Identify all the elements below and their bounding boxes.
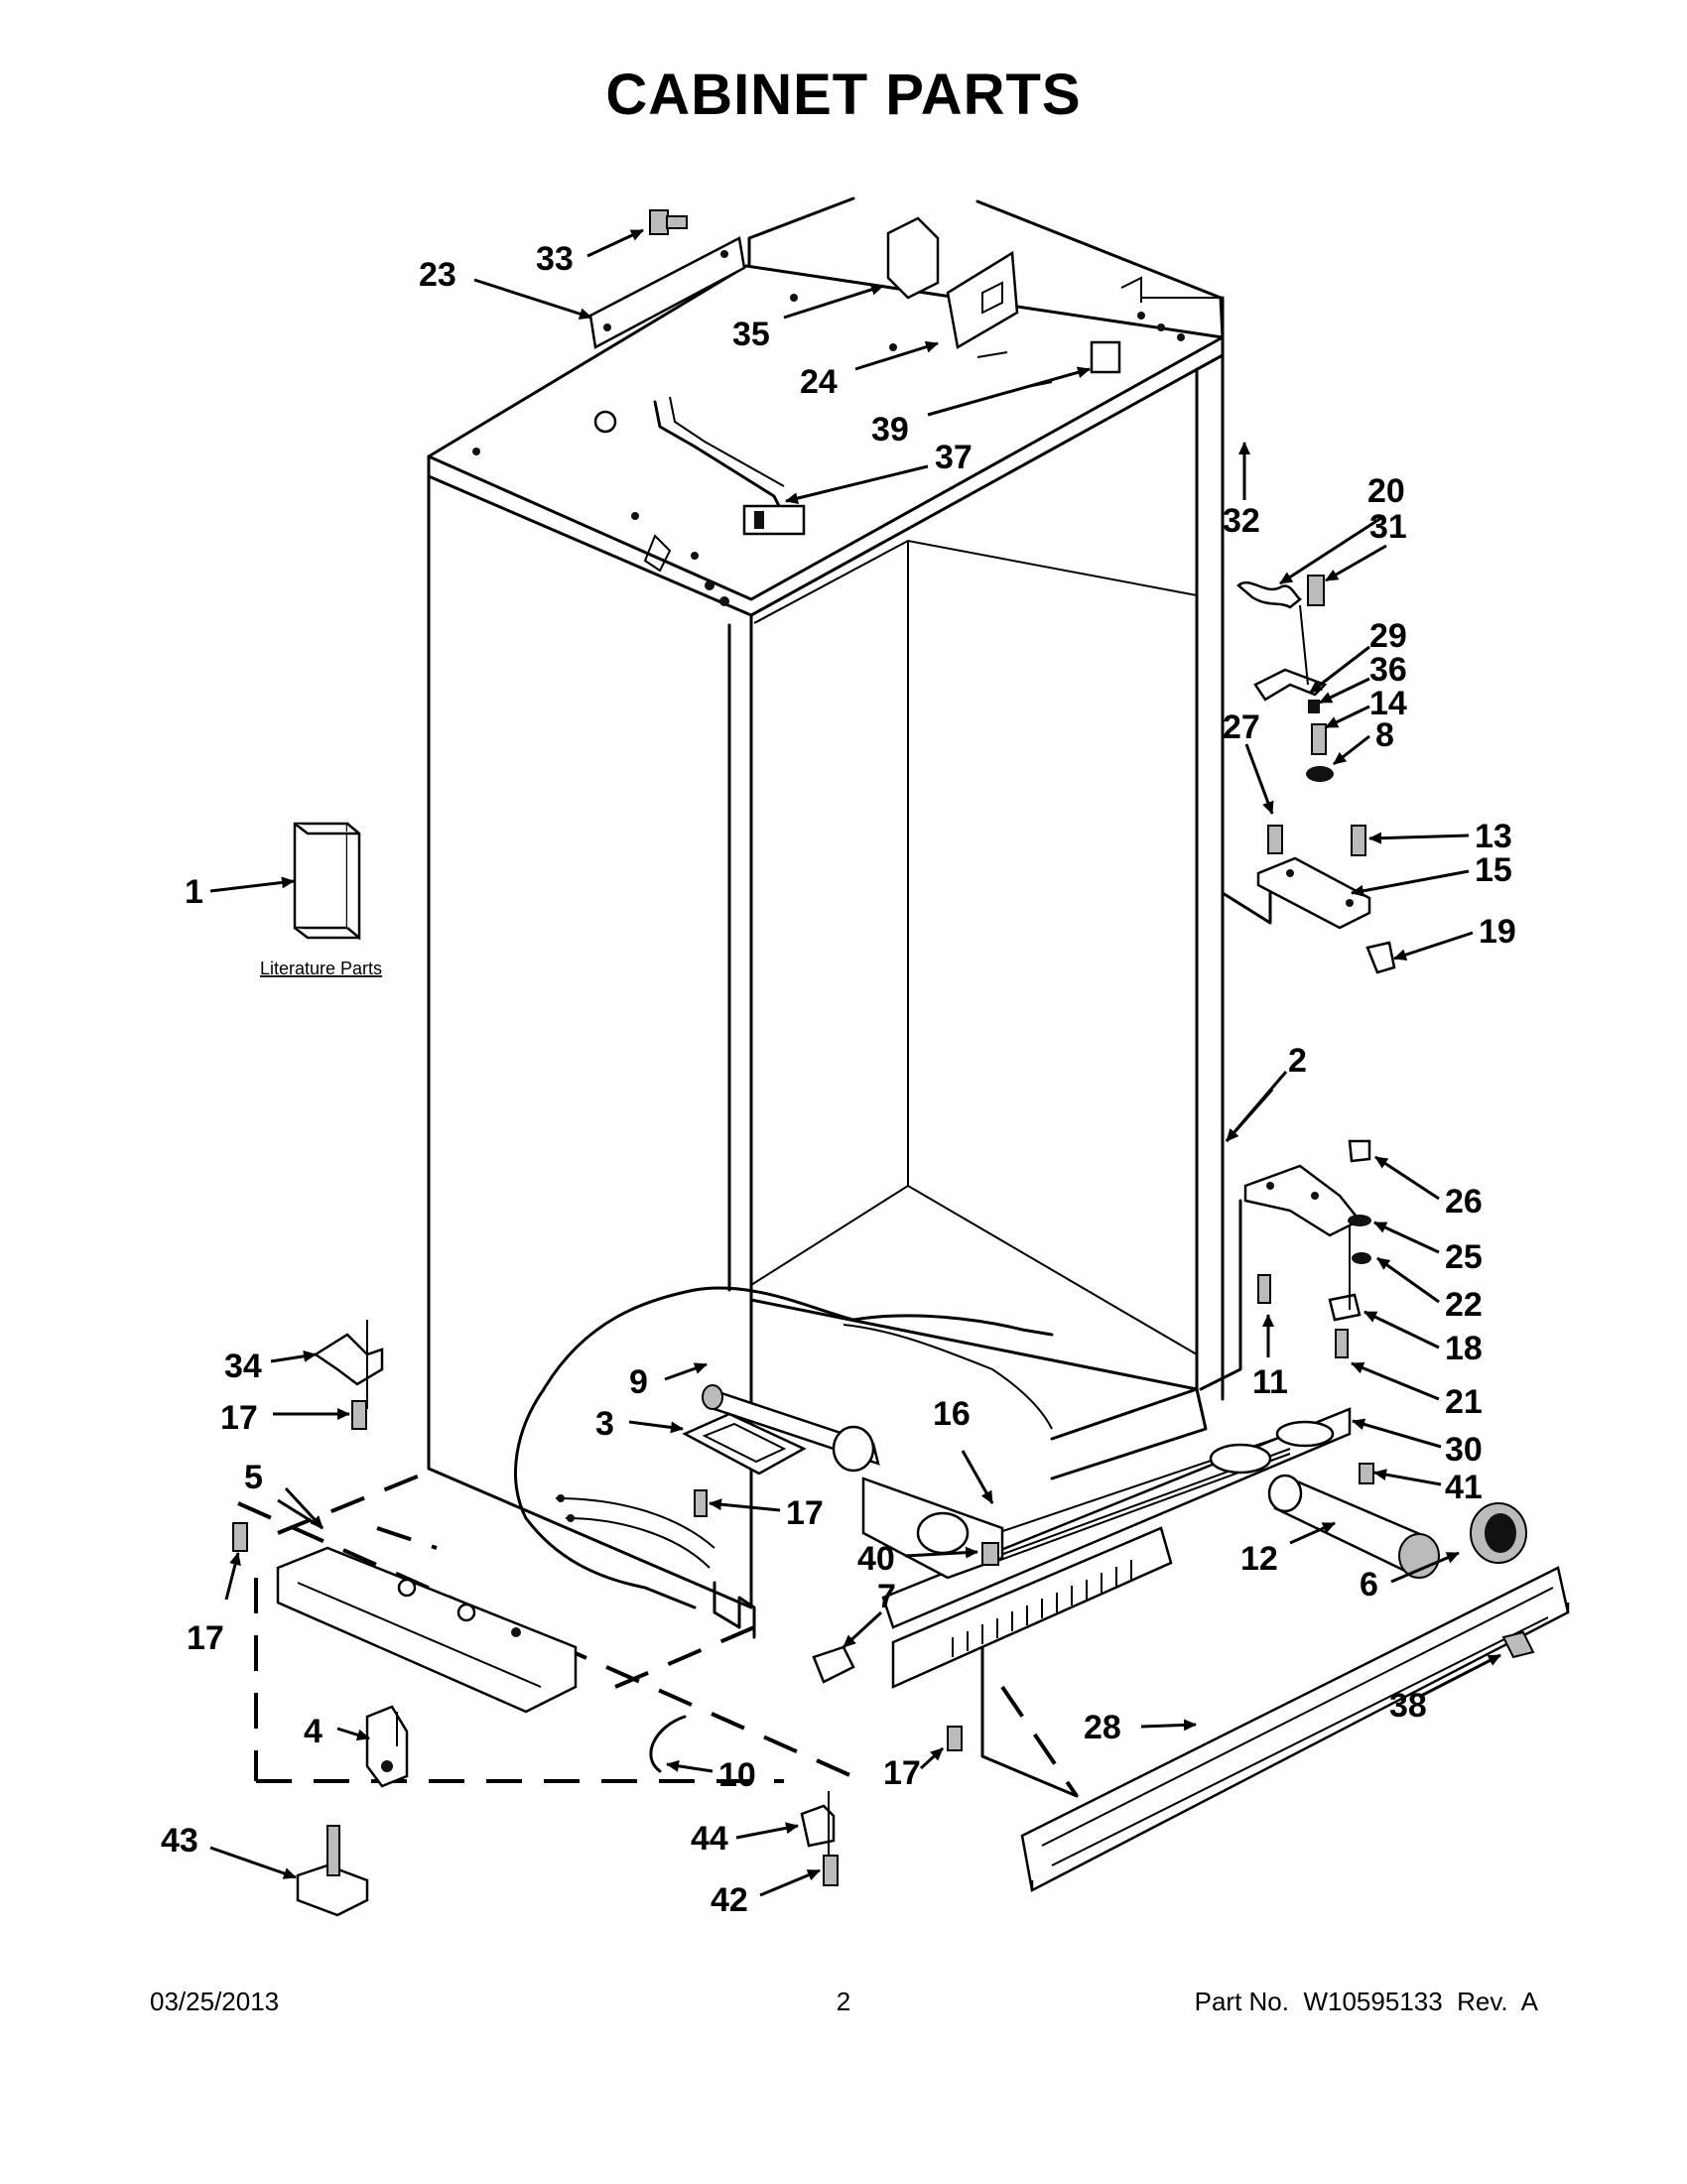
page-title: CABINET PARTS: [605, 63, 1082, 127]
callout-2: 2: [1288, 1042, 1307, 1080]
callout-28: 28: [1084, 1709, 1121, 1746]
callout-17a: 17: [220, 1399, 258, 1437]
callout-19: 19: [1479, 913, 1516, 951]
callout-8: 8: [1375, 716, 1394, 754]
callout-36: 36: [1369, 651, 1407, 689]
callout-27: 27: [1223, 708, 1260, 746]
callout-25: 25: [1445, 1238, 1483, 1276]
base-rail-assembly: [232, 1320, 1079, 1798]
callout-40: 40: [857, 1540, 895, 1578]
footer-part-number: Part No. W10595133 Rev. A: [1194, 1987, 1538, 2016]
top-hinge-assembly: [1221, 296, 1396, 974]
callout-17b: 17: [187, 1619, 224, 1657]
callout-1: 1: [185, 873, 203, 911]
kickplate: [980, 1566, 1570, 1892]
callout-9: 9: [629, 1363, 648, 1401]
callout-18: 18: [1445, 1330, 1483, 1367]
callout-31: 31: [1369, 508, 1407, 546]
callout-20: 20: [1367, 472, 1405, 510]
callout-32: 32: [1223, 502, 1260, 540]
callout-29: 29: [1369, 617, 1407, 655]
callout-5: 5: [244, 1459, 263, 1496]
screw-33: [649, 209, 688, 235]
callout-21: 21: [1445, 1383, 1483, 1421]
callout-10: 10: [718, 1756, 756, 1794]
footer-page-number: 2: [836, 1987, 851, 2016]
callout-12: 12: [1240, 1540, 1278, 1578]
cabinet-shell: [427, 196, 1225, 1609]
callout-3: 3: [595, 1405, 614, 1443]
callout-13: 13: [1475, 818, 1512, 855]
callout-23: 23: [419, 256, 456, 294]
callout-15: 15: [1475, 851, 1512, 889]
callout-35: 35: [732, 316, 770, 353]
callout-41: 41: [1445, 1469, 1483, 1506]
literature-parts: [293, 822, 361, 941]
literature-parts-label: Literature Parts: [260, 959, 382, 978]
callout-44: 44: [691, 1820, 728, 1858]
callout-17c: 17: [786, 1494, 824, 1532]
bottom-loose-parts: [296, 1791, 839, 1917]
callout-labels: 33 23 35 24 39 37 32 20 31 29 36 14 8 27…: [161, 240, 1516, 1919]
callout-6: 6: [1360, 1566, 1378, 1604]
toe-grille-area: [881, 1407, 1527, 1689]
callout-26: 26: [1445, 1183, 1483, 1220]
callout-42: 42: [711, 1881, 748, 1919]
callout-24: 24: [800, 363, 838, 401]
callout-4: 4: [304, 1713, 323, 1750]
callout-16: 16: [933, 1395, 971, 1433]
callout-37: 37: [935, 439, 973, 476]
callout-33: 33: [536, 240, 574, 278]
callout-34: 34: [224, 1348, 262, 1385]
footer-date: 03/25/2013: [150, 1987, 280, 2016]
callout-39: 39: [871, 411, 909, 449]
wiring-harness: [653, 396, 806, 536]
callout-38: 38: [1389, 1687, 1427, 1725]
callout-14: 14: [1369, 685, 1407, 722]
callout-11: 11: [1252, 1363, 1288, 1401]
callout-7: 7: [877, 1578, 896, 1615]
bottom-hinge-assembly: [1199, 1139, 1371, 1391]
callout-43: 43: [161, 1822, 198, 1860]
rear-bracket: [588, 209, 746, 349]
callout-30: 30: [1445, 1431, 1483, 1469]
callout-22: 22: [1445, 1286, 1483, 1324]
grille-slots: [952, 1560, 1132, 1657]
callout-17d: 17: [883, 1754, 921, 1792]
leader-arrows: [209, 228, 1501, 1897]
